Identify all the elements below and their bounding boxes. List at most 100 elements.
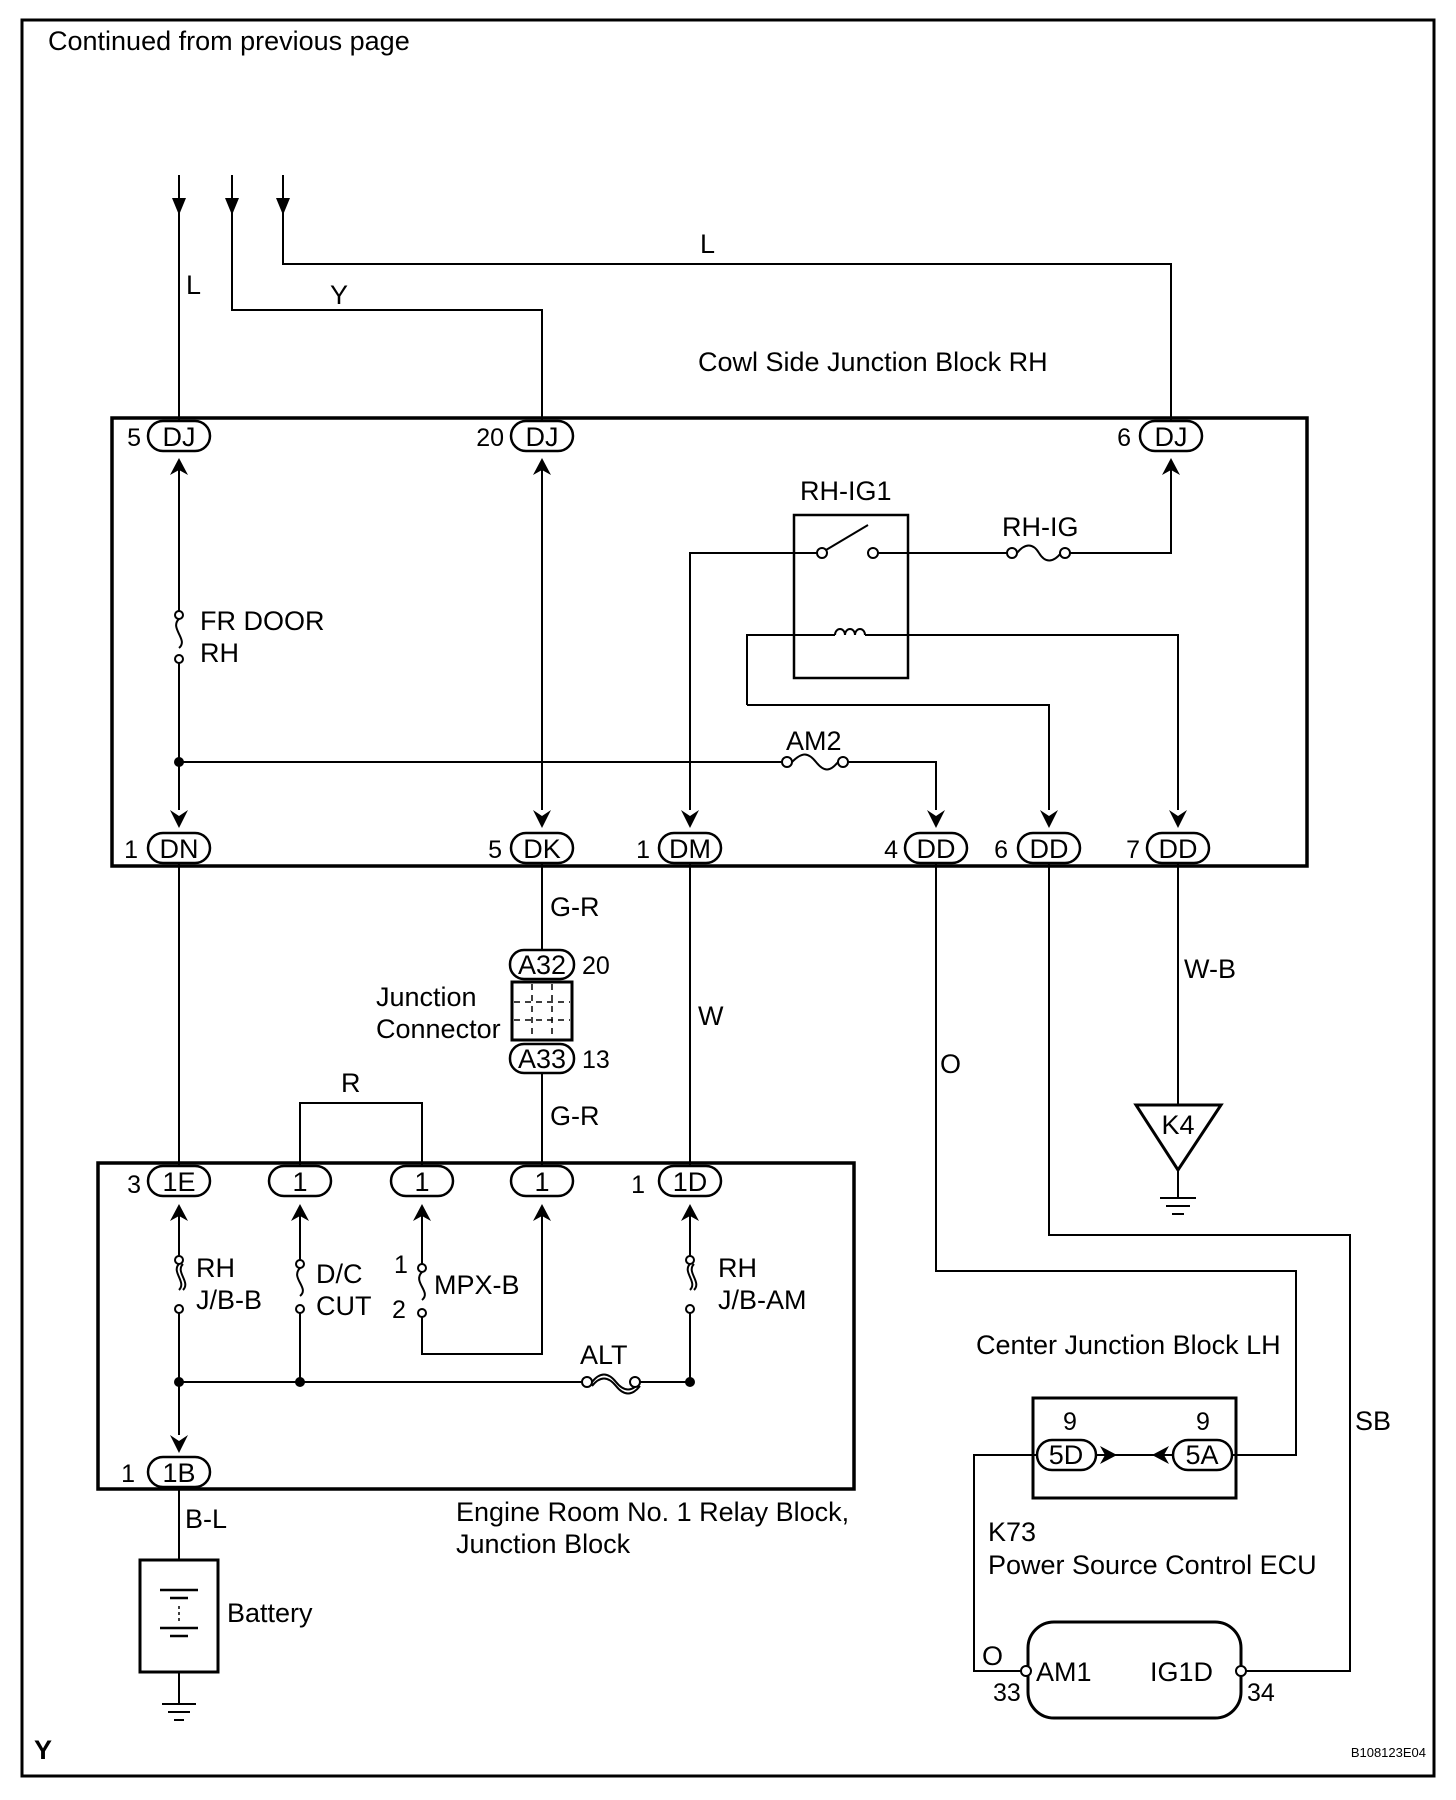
connector-pin: 5 [127, 424, 141, 452]
connector-name: DD [1159, 834, 1198, 864]
arrow-up-icon [1162, 458, 1180, 475]
ecu-am1-label: AM1 [1036, 1657, 1092, 1687]
connector-name: DK [523, 834, 561, 864]
junction-upper-name: A32 [518, 950, 566, 980]
relay-label: RH-IG1 [800, 476, 892, 506]
arrow-down-icon [533, 810, 551, 828]
arrow-down-icon [170, 1435, 188, 1453]
connector-pin: 6 [1117, 424, 1131, 452]
connector-1-b: 1 [389, 1164, 455, 1198]
connector-name: DM [669, 834, 711, 864]
fuse-fr-door-label: FR DOOR [200, 606, 325, 636]
ecu-title: Power Source Control ECU [988, 1550, 1317, 1580]
arrow-up-icon [533, 458, 551, 475]
connector-dd-7: DD 7 [1126, 831, 1211, 865]
connector-dj-20: DJ 20 [476, 419, 575, 453]
ecu-pin-am1 [1020, 1665, 1032, 1677]
splice-dot [685, 1377, 695, 1387]
fuse-fr-door-label-rh: RH [200, 638, 239, 668]
connector-pin: 9 [1063, 1408, 1077, 1436]
connector-dk-5: DK 5 [488, 831, 575, 865]
connector-pin: 1 [631, 1171, 645, 1199]
fuse-alt-label: ALT [580, 1340, 628, 1370]
ecu-ig1d-label: IG1D [1150, 1657, 1213, 1687]
connector-name: 1 [292, 1167, 307, 1197]
arrow-down-icon [225, 198, 239, 215]
wire-label-r: R [341, 1068, 361, 1098]
arrow-up-icon [533, 1204, 551, 1221]
wire-label-o2: O [982, 1641, 1003, 1671]
junction-connector-label-1: Junction [376, 982, 477, 1012]
wire-label-o: O [940, 1049, 961, 1079]
wire-label-bl: B-L [185, 1504, 227, 1534]
arrow-down-icon [1040, 810, 1058, 828]
wire-label-l-top: L [700, 229, 715, 259]
cowl-internal-wiring [174, 470, 1179, 810]
arrow-down-icon [276, 198, 290, 215]
fuse-mpx-pin1: 1 [394, 1251, 408, 1279]
incoming-wires [172, 175, 1172, 425]
arrow-down-icon [927, 810, 945, 828]
wire-label-sb: SB [1355, 1406, 1391, 1436]
connector-pin: 20 [476, 424, 504, 452]
connector-name: DD [1030, 834, 1069, 864]
ground-k4-label: K4 [1161, 1110, 1194, 1140]
connector-dj-5: DJ 5 [127, 419, 212, 453]
engine-block-title-1: Engine Room No. 1 Relay Block, [456, 1497, 849, 1527]
corner-letter: Y [34, 1735, 52, 1765]
connector-pin: 3 [127, 1171, 141, 1199]
fuse-rh-jbam-label-1: RH [718, 1253, 757, 1283]
connector-name: DN [160, 834, 199, 864]
connector-5a-9: 5A 9 [1171, 1408, 1234, 1472]
connector-name: 1B [162, 1458, 195, 1488]
fuse-dc-cut-label-1: D/C [316, 1259, 363, 1289]
junction-upper-pin: 20 [582, 952, 610, 980]
fuse-dc-cut-label-2: CUT [316, 1291, 372, 1321]
wire-label-gr-upper: G-R [550, 892, 600, 922]
connector-name: DD [917, 834, 956, 864]
connector-1b-1: 1B 1 [121, 1455, 212, 1489]
arrow-up-icon [170, 1204, 188, 1221]
engine-relay-block [96, 1161, 856, 1491]
connector-pin: 1 [124, 836, 138, 864]
connector-dd-6: DD 6 [994, 831, 1082, 865]
ecu-id: K73 [988, 1517, 1036, 1547]
splice-dot [295, 1377, 305, 1387]
connector-pin: 1 [121, 1460, 135, 1488]
wire-label-w: W [698, 1001, 724, 1031]
inter-block-wiring [178, 863, 1351, 1672]
ecu-pin-ig1d [1235, 1665, 1247, 1677]
arrow-up-icon [170, 458, 188, 475]
connector-dm-1: DM 1 [636, 831, 723, 865]
connector-pin: 4 [884, 836, 898, 864]
wire-label-l-left: L [186, 270, 201, 300]
junction-connector-label-2: Connector [376, 1014, 501, 1044]
connector-5d-9: 5D 9 [1035, 1408, 1098, 1472]
connector-1-a: 1 [267, 1164, 333, 1198]
ecu-ig1d-pin: 34 [1247, 1679, 1275, 1707]
engine-internal-wiring [174, 1216, 698, 1435]
arrow-left-icon [1100, 1446, 1117, 1464]
continued-label: Continued from previous page [48, 26, 410, 56]
connector-dj-6: DJ 6 [1117, 419, 1204, 453]
page-border [20, 18, 1436, 1778]
wire-label-gr-lower: G-R [550, 1101, 600, 1131]
arrow-down-icon [172, 198, 186, 215]
junction-connector: A32 20 A33 13 [508, 948, 610, 1075]
connector-1-c: 1 [509, 1164, 575, 1198]
cowl-junction-block [110, 416, 1309, 868]
wire-label-wb: W-B [1184, 954, 1236, 984]
ground-k4: K4 [1133, 1103, 1224, 1215]
battery [138, 1558, 220, 1721]
arrow-right-icon [1152, 1446, 1169, 1464]
connector-name: 5D [1049, 1440, 1084, 1470]
connector-name: DJ [1155, 422, 1188, 452]
connector-name: 1 [534, 1167, 549, 1197]
connector-name: 5A [1185, 1440, 1218, 1470]
fuse-rh-jbb-label-1: RH [196, 1253, 235, 1283]
splice-dot [174, 757, 184, 767]
arrow-up-icon [291, 1204, 309, 1221]
connector-dn-1: DN 1 [124, 831, 212, 865]
fuse-rh-jbb-label-2: J/B-B [196, 1285, 262, 1315]
